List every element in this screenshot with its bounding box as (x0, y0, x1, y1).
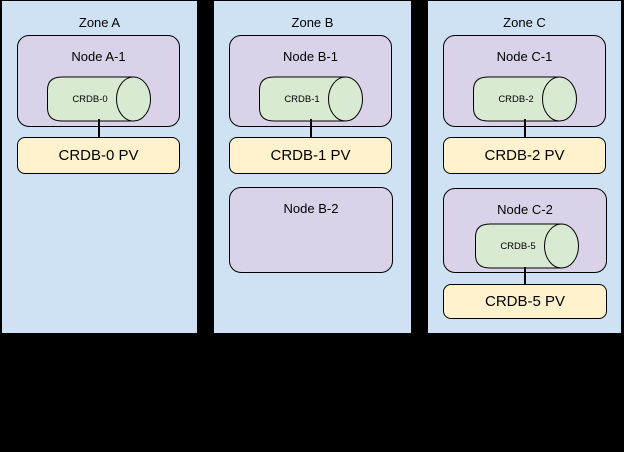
crdb-0-pv-label: CRDB-0 PV (58, 147, 139, 164)
crdb-2-pv-box: CRDB-2 PV (443, 137, 606, 174)
node-b1-box: Node B-1 CRDB-1 (229, 35, 392, 127)
node-a1-title: Node A-1 (71, 49, 126, 64)
zone-a-panel: Zone A Node A-1 CRDB-0 CRDB-0 PV (1, 0, 198, 334)
node-c2-box: Node C-2 CRDB-5 (443, 188, 607, 273)
node-b1-title: Node B-1 (283, 49, 338, 64)
zone-b-title: Zone B (291, 15, 334, 30)
connector-crdb2-to-pv (524, 119, 526, 138)
crdb-1-pv-box: CRDB-1 PV (229, 137, 392, 174)
node-b2-box: Node B-2 (229, 187, 393, 273)
node-b2-title: Node B-2 (283, 201, 339, 216)
connector-crdb5-to-pv (524, 267, 526, 285)
crdb-1-cylinder: CRDB-1 (258, 76, 364, 122)
database-cylinder-icon (475, 223, 579, 269)
crdb-1-label: CRDB-1 (284, 93, 320, 105)
node-c1-box: Node C-1 CRDB-2 (443, 35, 606, 127)
node-a1-box: Node A-1 CRDB-0 (17, 35, 180, 127)
crdb-5-pv-box: CRDB-5 PV (443, 284, 607, 319)
crdb-2-cylinder: CRDB-2 (472, 76, 578, 122)
connector-crdb0-to-pv (98, 119, 100, 138)
crdb-2-label: CRDB-2 (498, 93, 534, 105)
zone-b-panel: Zone B Node B-1 CRDB-1 CRDB-1 PV Node B-… (213, 0, 412, 334)
crdb-5-label: CRDB-5 (500, 240, 536, 252)
crdb-5-pv-label: CRDB-5 PV (484, 293, 566, 310)
crdb-2-pv-label: CRDB-2 PV (484, 147, 565, 164)
database-cylinder-icon (259, 76, 363, 122)
connector-crdb1-to-pv (310, 119, 312, 138)
zone-c-panel: Zone C Node C-1 CRDB-2 CRDB-2 PV Node C-… (427, 0, 622, 334)
zone-a-title: Zone A (78, 15, 121, 30)
crdb-1-pv-label: CRDB-1 PV (270, 147, 351, 164)
crdb-0-pv-box: CRDB-0 PV (17, 137, 180, 174)
crdb-0-cylinder: CRDB-0 (46, 76, 152, 122)
crdb-5-cylinder: CRDB-5 (474, 223, 580, 269)
node-c2-title: Node C-2 (497, 202, 553, 217)
database-cylinder-icon (47, 76, 151, 122)
zone-c-title: Zone C (503, 15, 546, 30)
database-cylinder-icon (473, 76, 577, 122)
node-c1-title: Node C-1 (496, 49, 553, 64)
crdb-0-label: CRDB-0 (72, 93, 108, 105)
